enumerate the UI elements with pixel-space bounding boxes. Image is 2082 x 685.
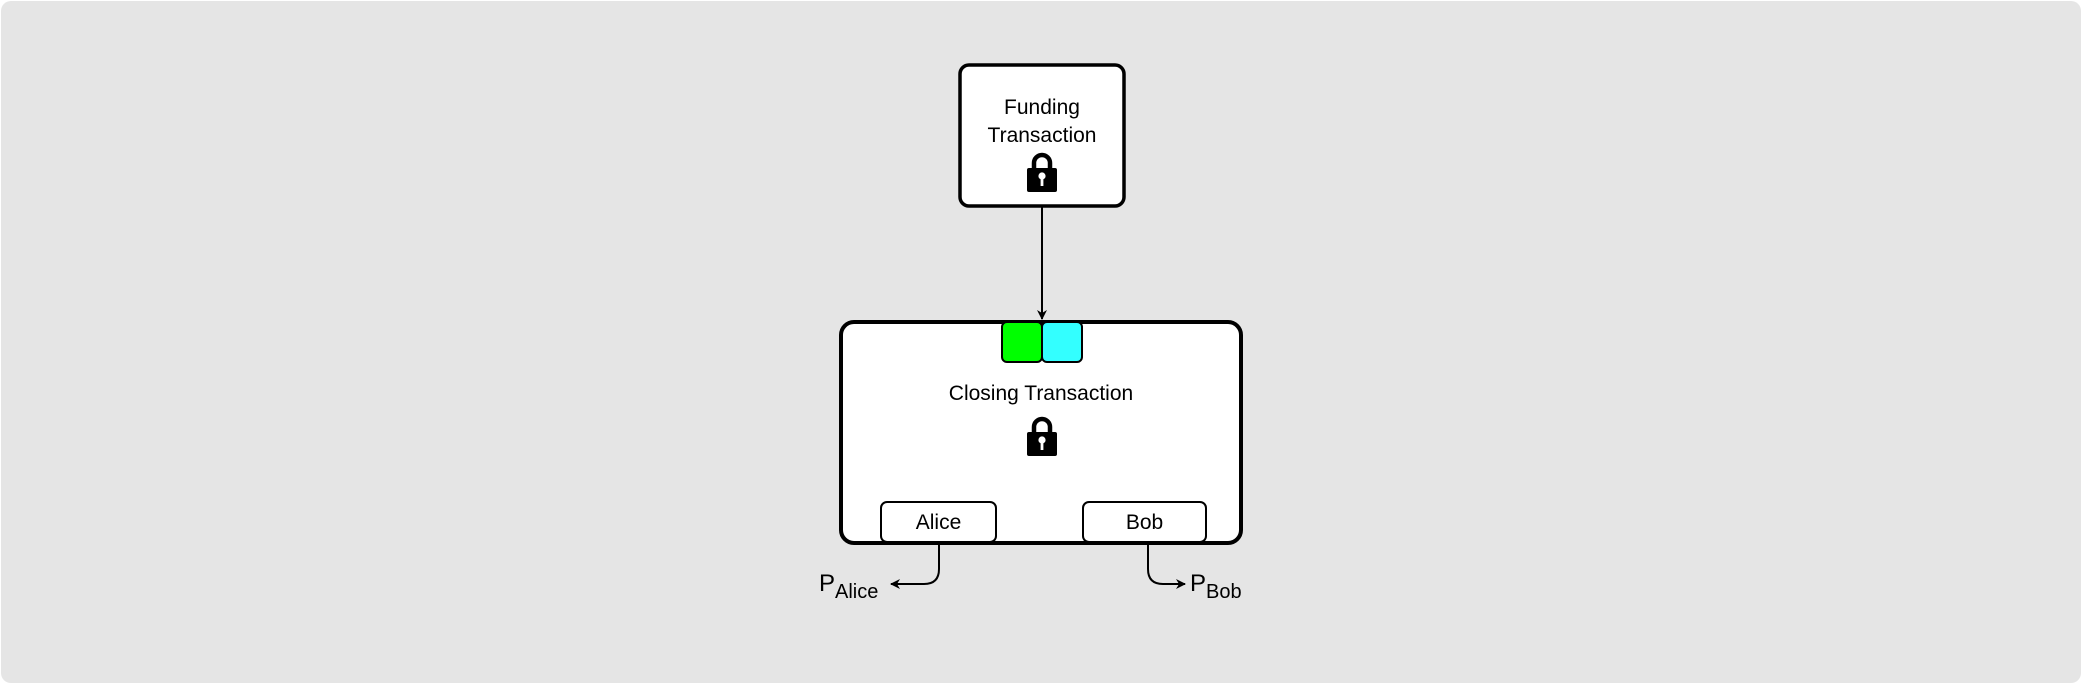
destination-bob-main: P bbox=[1190, 570, 1206, 597]
output-bob[interactable]: Bob bbox=[1082, 501, 1207, 543]
destination-alice: PAlice bbox=[819, 570, 878, 603]
destination-bob-sub: Bob bbox=[1206, 581, 1242, 603]
output-alice[interactable]: Alice bbox=[880, 501, 997, 543]
closing-transaction-node[interactable]: Closing Transaction Alice Bob bbox=[839, 320, 1243, 545]
funding-title-line1: Funding bbox=[1004, 96, 1080, 119]
bob-payout-arrow bbox=[1147, 544, 1186, 589]
destination-bob: PBob bbox=[1190, 570, 1242, 603]
alice-payout-arrow bbox=[890, 544, 940, 589]
input-green[interactable] bbox=[1001, 321, 1043, 363]
funding-title-line2: Transaction bbox=[988, 124, 1097, 147]
output-alice-label: Alice bbox=[916, 511, 962, 534]
closing-title: Closing Transaction bbox=[949, 382, 1133, 405]
funding-transaction-node[interactable]: Funding Transaction bbox=[958, 63, 1126, 208]
destination-alice-main: P bbox=[819, 570, 835, 597]
destination-alice-sub: Alice bbox=[835, 581, 878, 603]
output-bob-label: Bob bbox=[1126, 511, 1163, 534]
input-cyan[interactable] bbox=[1041, 321, 1083, 363]
